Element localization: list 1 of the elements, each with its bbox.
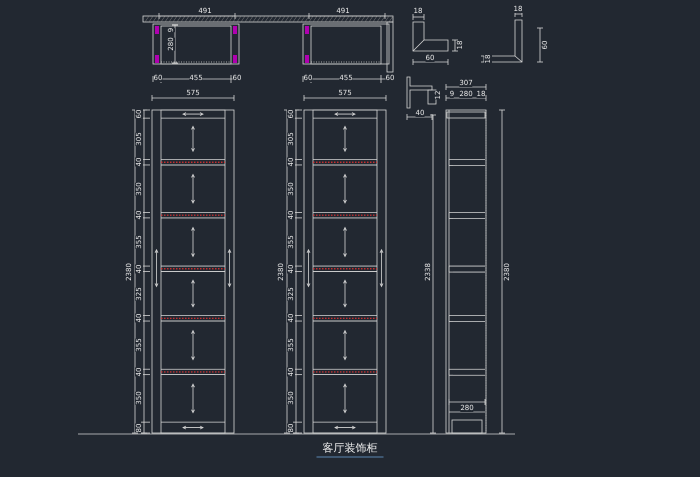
drawing-title: 客厅装饰柜 — [316, 440, 384, 458]
